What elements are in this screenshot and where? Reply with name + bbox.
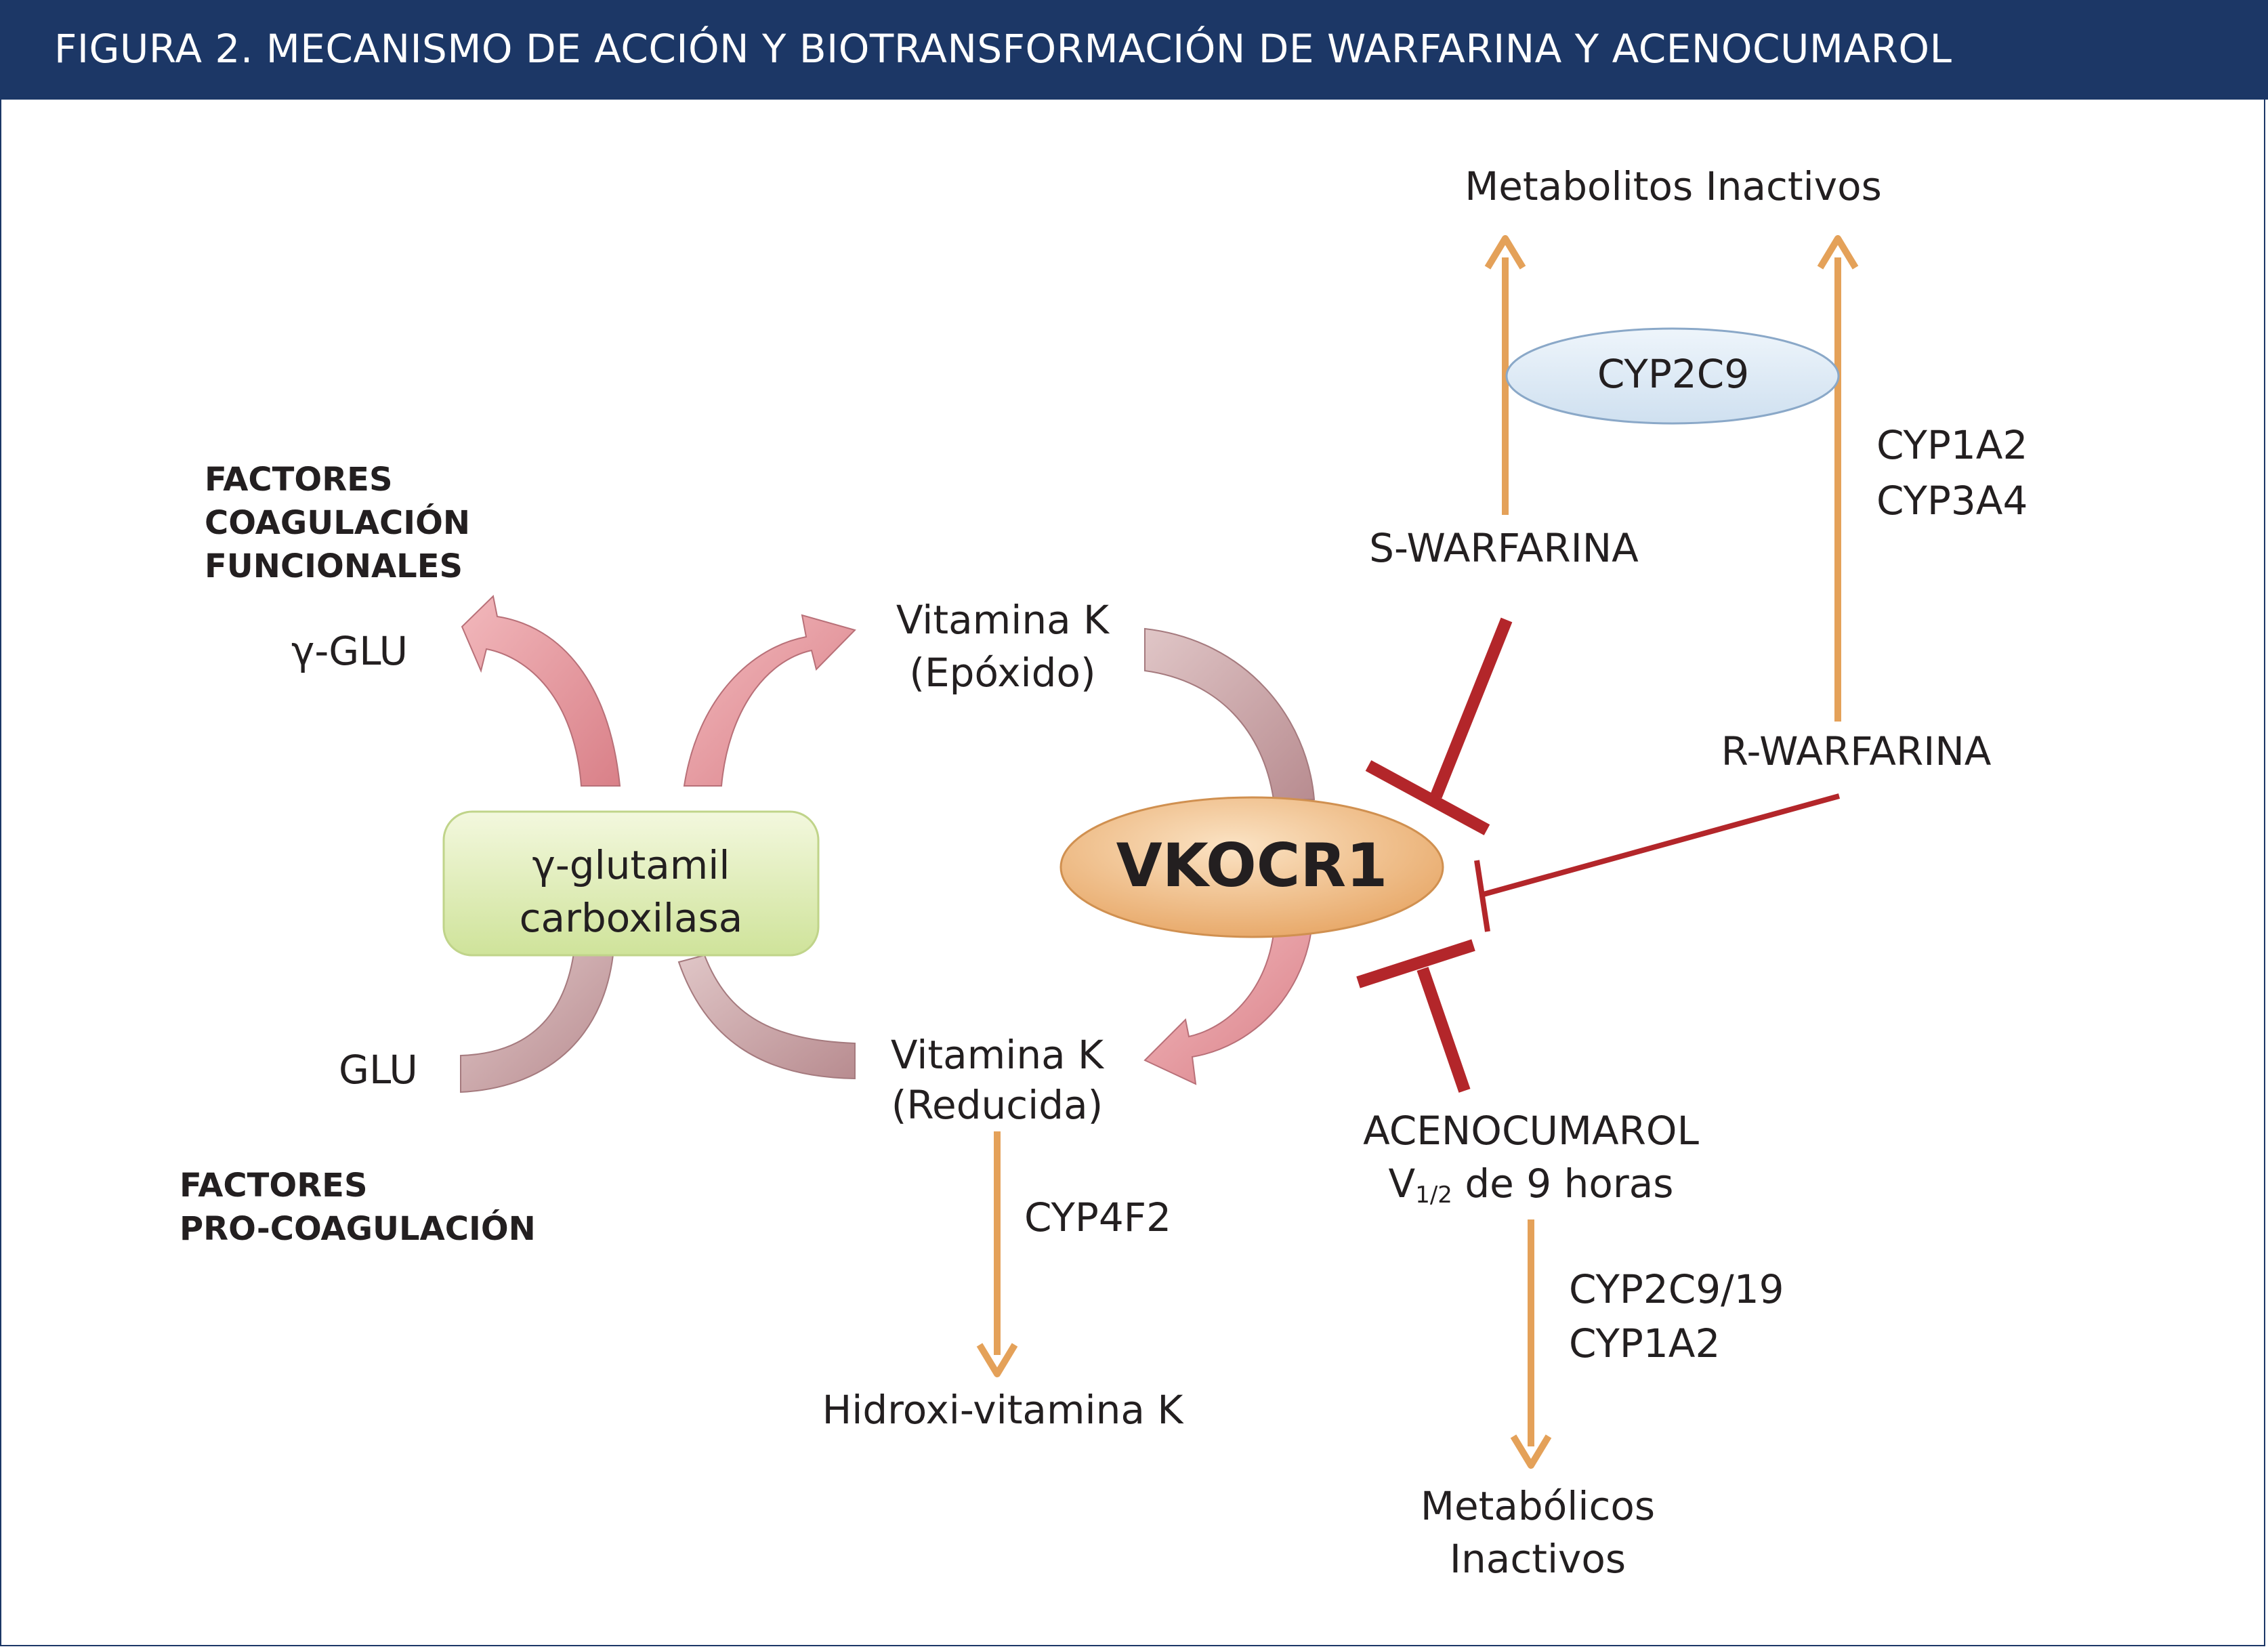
arrow-vitk-epoxido-to-vkocr1 (1144, 627, 1316, 800)
arrow-acenocumarol-to-metabolicos (1510, 1219, 1552, 1469)
label-cyp2c9-19: CYP2C9/19 (1569, 1266, 1784, 1312)
label-vitk-reducida-2: (Reducida) (891, 1082, 1104, 1128)
label-funcionales: FUNCIONALES (205, 547, 463, 585)
label-metabolicos: Metabólicos (1420, 1483, 1656, 1529)
arrow-s-warfarina-to-metabolitos (1484, 235, 1526, 515)
label-cyp2c9: CYP2C9 (1597, 351, 1750, 397)
label-hidroxi-vitamina-k: Hidroxi-vitamina K (822, 1387, 1183, 1433)
label-pro-coagulacion: PRO-COAGULACIÓN (180, 1210, 536, 1248)
label-v: V (1388, 1161, 1416, 1207)
arrow-carboxilasa-to-vitk-epoxido (683, 614, 856, 787)
arrow-glu-to-carboxilasa (460, 948, 615, 1093)
label-gamma-glu: γ-GLU (291, 628, 408, 674)
cyp2c9-ellipse (1505, 327, 1840, 425)
label-carboxilasa-1: γ-glutamil (532, 842, 730, 888)
label-inactivos: Inactivos (1449, 1536, 1626, 1582)
inhibition-s-warfarina (1365, 617, 1513, 835)
inhibition-acenocumarol (1356, 939, 1475, 1093)
label-cyp4f2: CYP4F2 (1024, 1194, 1172, 1240)
label-metabolitos-inactivos: Metabolitos Inactivos (1465, 163, 1882, 209)
label-v-subscript: 1/2 (1415, 1182, 1452, 1209)
label-cyp1a2: CYP1A2 (1876, 422, 2028, 468)
arrow-vkocr1-to-vitk-reducida (1143, 933, 1312, 1085)
label-vitk-reducida-1: Vitamina K (890, 1032, 1104, 1078)
label-vida-media: V1/2 de 9 horas (1328, 1157, 1734, 1222)
inhibition-r-warfarina (1474, 793, 1841, 932)
label-coagulacion: COAGULACIÓN (205, 504, 471, 542)
vkocr1-ellipse (1059, 796, 1444, 938)
carboxilasa-box (442, 810, 820, 957)
label-factores: FACTORES (205, 461, 393, 499)
label-cyp1a2-b: CYP1A2 (1569, 1320, 1721, 1366)
label-vitk-epoxido-1: Vitamina K (896, 597, 1110, 643)
label-cyp3a4: CYP3A4 (1876, 478, 2028, 524)
label-glu: GLU (339, 1047, 418, 1093)
label-nueve-horas: de 9 horas (1452, 1161, 1674, 1207)
header-bar: FIGURA 2. MECANISMO DE ACCIÓN Y BIOTRANS… (0, 0, 2268, 100)
label-s-warfarina: S-WARFARINA (1369, 525, 1639, 571)
label-vitk-epoxido-2: (Epóxido) (909, 650, 1096, 696)
figure-title: FIGURA 2. MECANISMO DE ACCIÓN Y BIOTRANS… (54, 26, 1952, 72)
label-carboxilasa-2: carboxilasa (519, 895, 743, 941)
label-r-warfarina: R-WARFARINA (1721, 728, 1992, 774)
arrow-vitk-to-hidroxi (976, 1131, 1018, 1377)
label-acenocumarol: ACENOCUMAROL (1363, 1108, 1699, 1154)
label-vkocr1: VKOCR1 (1116, 831, 1388, 900)
arrow-r-warfarina-to-metabolitos (1817, 235, 1859, 722)
arrow-carboxilasa-to-gamma-glu (461, 594, 621, 787)
arrow-carboxilasa-to-vitk-reducida (677, 954, 856, 1080)
label-factores-2: FACTORES (180, 1167, 368, 1205)
